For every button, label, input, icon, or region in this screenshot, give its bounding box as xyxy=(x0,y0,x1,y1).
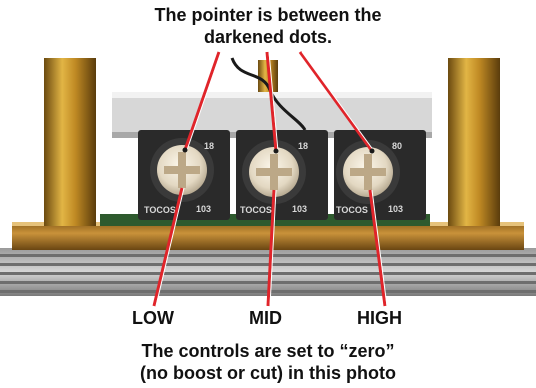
pointer-dots xyxy=(182,147,375,154)
pot-high-top-marking: 80 xyxy=(392,141,402,151)
bottom-caption-line-2: (no boost or cut) in this photo xyxy=(140,363,396,383)
pot-mid-brand: TOCOS xyxy=(240,205,272,215)
pot-high-bottom-marking: 103 xyxy=(388,204,403,214)
trim-pot-high: 80 TOCOS 103 xyxy=(334,130,426,220)
pot-mid-top-marking: 18 xyxy=(298,141,308,151)
pot-low-brand: TOCOS xyxy=(144,205,176,215)
label-low: LOW xyxy=(132,308,174,328)
callout-line-top-high xyxy=(298,51,374,152)
pot-low-top-marking: 18 xyxy=(204,141,214,151)
pot-low-bottom-marking: 103 xyxy=(196,204,211,214)
bottom-caption-line-1: The controls are set to “zero” xyxy=(141,341,395,361)
top-callout-lines xyxy=(183,51,374,152)
top-caption-line-1: The pointer is between the xyxy=(154,5,382,25)
callout-line-high xyxy=(368,189,387,307)
top-caption-line-2: darkened dots. xyxy=(203,27,333,47)
trim-pot-low: 18 TOCOS 103 xyxy=(138,130,230,220)
brass-standoffs xyxy=(44,58,500,226)
pot-high-brand: TOCOS xyxy=(336,205,368,215)
bottom-callout-highlights xyxy=(155,187,388,307)
bottom-callout-lines xyxy=(152,187,387,307)
top-callout-highlights xyxy=(186,51,375,152)
callout-line-mid xyxy=(266,189,276,307)
callout-line-top-mid xyxy=(265,51,278,152)
label-high: HIGH xyxy=(357,308,402,328)
label-mid: MID xyxy=(249,308,282,328)
pot-mid-bottom-marking: 103 xyxy=(292,204,307,214)
bottom-caption: The controls are set to “zero” (no boost… xyxy=(0,340,536,384)
top-caption: The pointer is between the darkened dots… xyxy=(0,4,536,48)
circuit-board xyxy=(12,214,524,250)
callout-line-top-low xyxy=(183,51,221,151)
trim-pot-mid: 18 TOCOS 103 xyxy=(236,130,328,220)
callout-line-low xyxy=(152,187,184,307)
